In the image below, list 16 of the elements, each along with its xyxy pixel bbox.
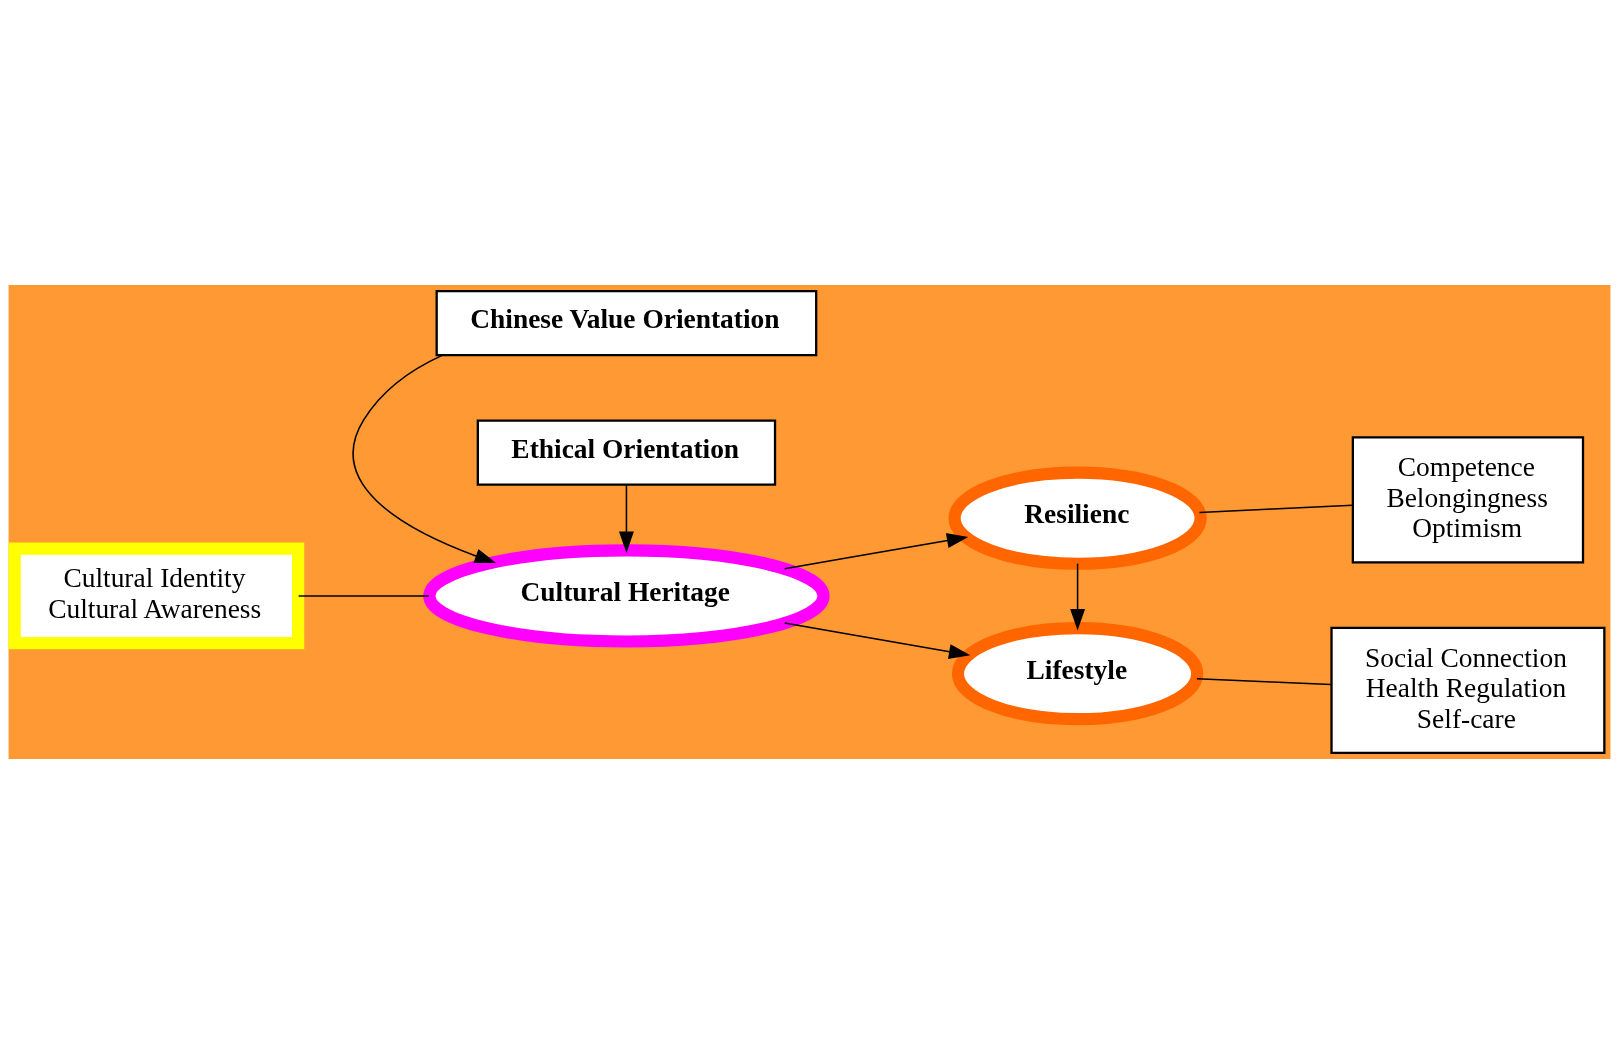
- connector: [1196, 677, 1332, 685]
- arrow: [1070, 562, 1086, 630]
- node-box: Competence Belongingness Optimism: [1351, 435, 1585, 564]
- node-box: Social Connection Health Regulation Self-care: [1330, 626, 1606, 754]
- node-box: Ethical Orientation: [476, 419, 777, 486]
- node-ellipse: Lifestyle: [951, 621, 1204, 725]
- connector: [1198, 504, 1354, 513]
- node-ellipse: Resilienc: [948, 466, 1207, 570]
- node-box: Chinese Value Orientation: [435, 289, 818, 356]
- node-ellipse: Cultural Heritage: [423, 543, 830, 648]
- arrow: [783, 621, 971, 659]
- arrow: [618, 483, 634, 553]
- connector: [297, 594, 430, 597]
- node-box: Cultural Identity Cultural Awareness: [8, 542, 305, 649]
- arrow: [352, 354, 497, 563]
- arrow: [783, 532, 969, 569]
